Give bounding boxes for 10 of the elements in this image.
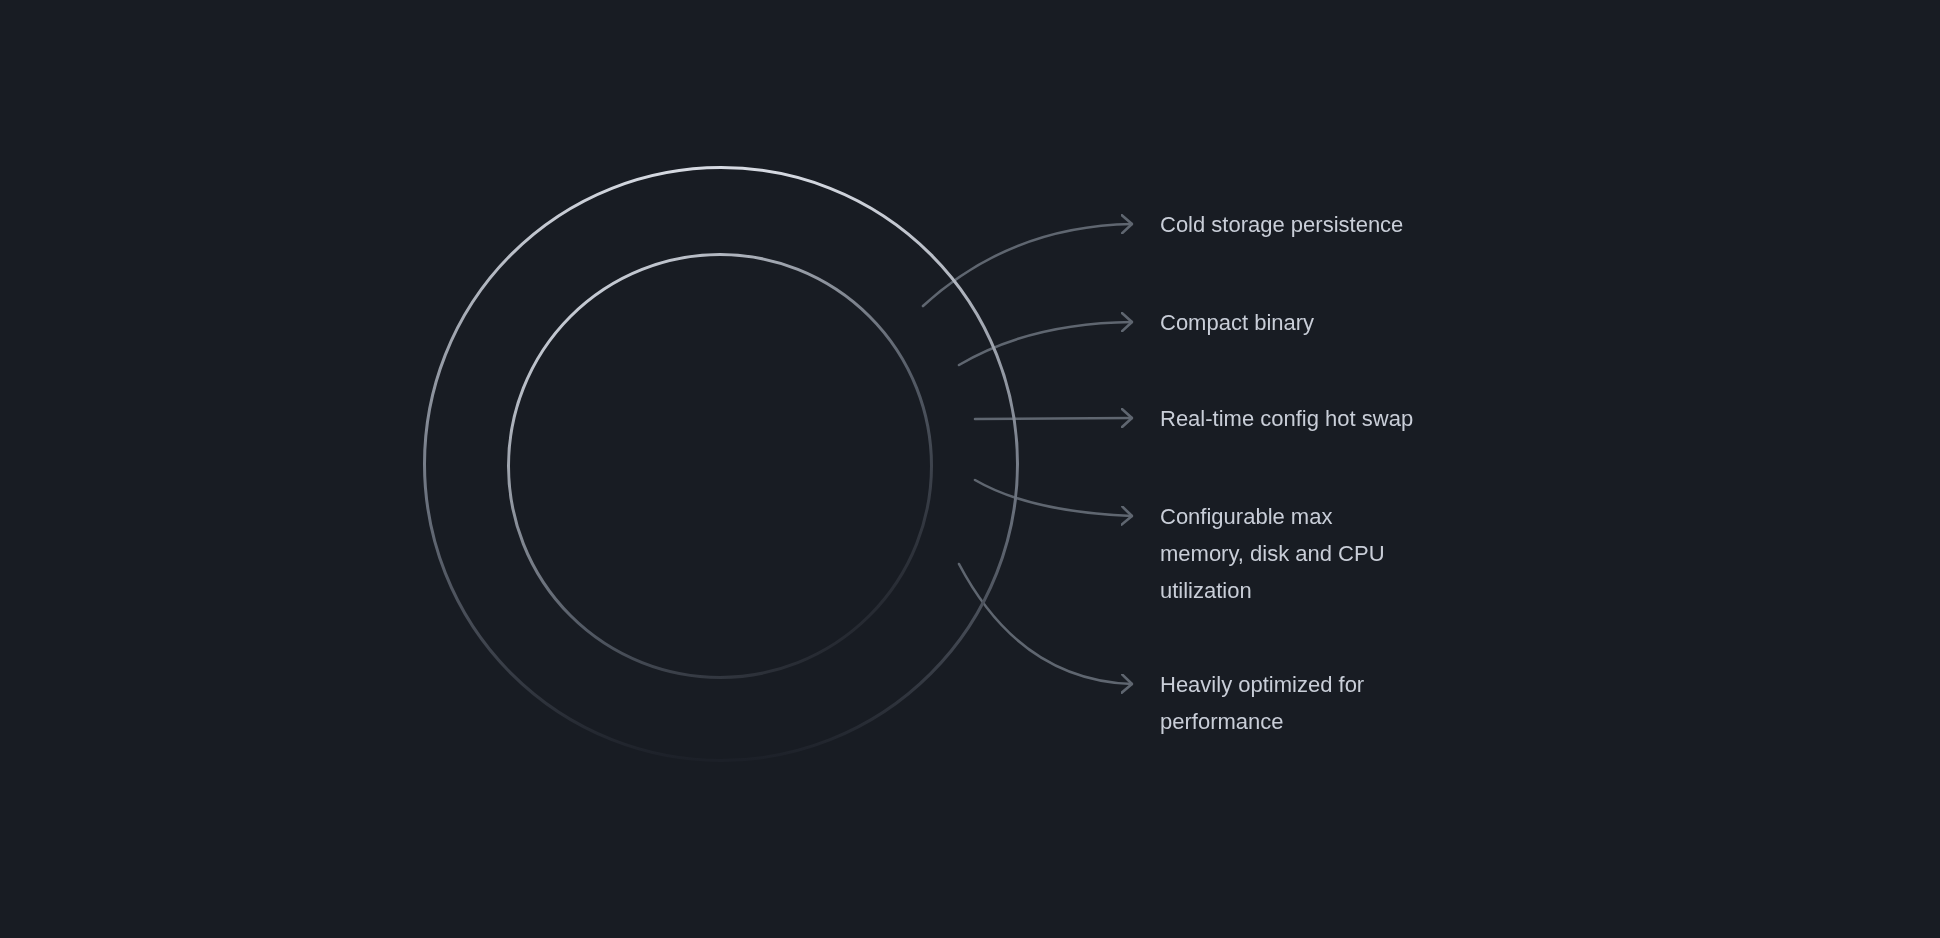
arrow: [957, 311, 1134, 367]
feature-label: Configurable max memory, disk and CPU utilization: [1160, 503, 1386, 605]
arrow: [921, 214, 1134, 308]
feature-label: Real-time config hot swap: [1160, 405, 1415, 433]
arrow: [973, 478, 1134, 526]
feature-label: Cold storage persistence: [1160, 211, 1405, 239]
feature-label: Heavily optimized for performance: [1160, 671, 1366, 736]
arrow: [973, 407, 1134, 429]
arrow: [957, 562, 1134, 694]
feature-label: Compact binary: [1160, 309, 1316, 337]
